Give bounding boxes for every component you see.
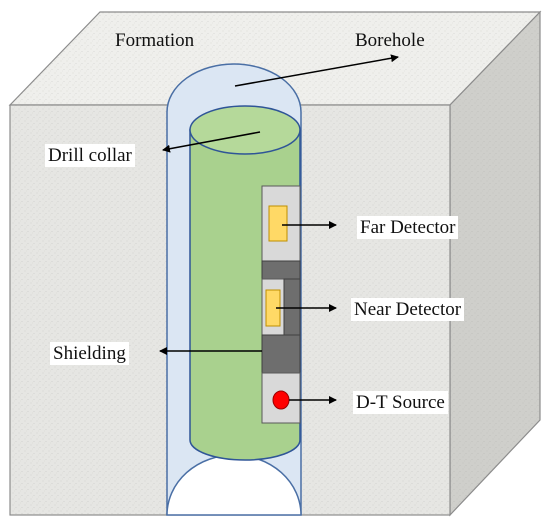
shielding-lower: [261, 334, 301, 374]
drill-collar-label: Drill collar: [45, 144, 135, 167]
borehole-label: Borehole: [355, 30, 425, 51]
shielding-side: [283, 278, 301, 336]
near-detector-label: Near Detector: [351, 298, 465, 321]
drill-collar-top: [189, 105, 301, 155]
tool-section: [261, 185, 301, 424]
far-detector-label: Far Detector: [357, 216, 459, 239]
far-detector: [268, 205, 288, 242]
annotation-arrows: [159, 54, 399, 404]
dt-source-label: D-T Source: [353, 391, 448, 414]
shielding-label: Shielding: [50, 342, 129, 365]
dt-source: [272, 390, 290, 410]
drill-collar-arrow: [162, 131, 261, 153]
shielding-upper: [261, 260, 301, 280]
borehole-arrow: [234, 54, 399, 87]
formation-label: Formation: [115, 30, 195, 51]
